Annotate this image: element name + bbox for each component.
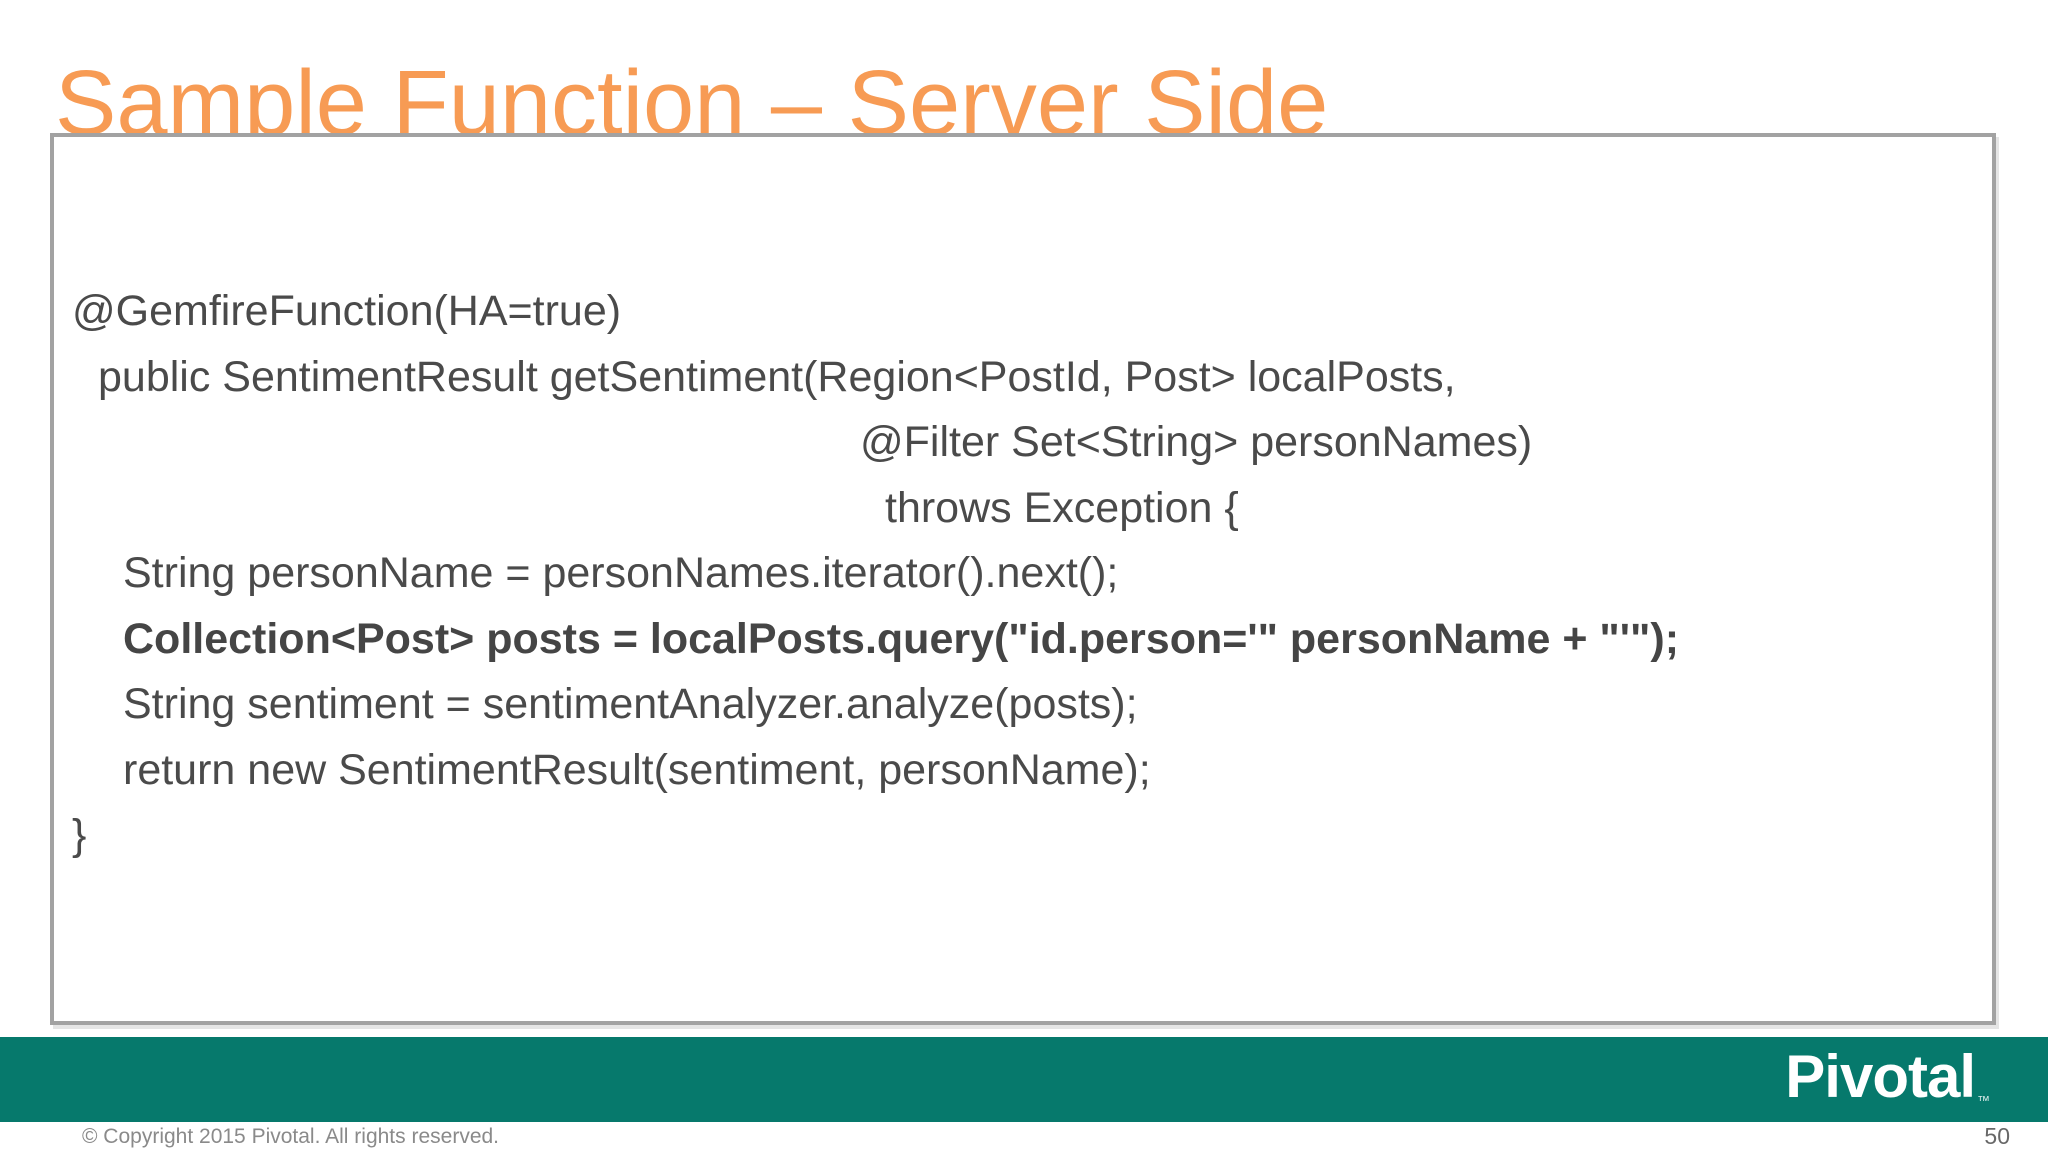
code-panel: @GemfireFunction(HA=true) public Sentime… <box>50 133 1996 1025</box>
copyright-text: © Copyright 2015 Pivotal. All rights res… <box>82 1125 500 1148</box>
code-line: String personName = personNames.iterator… <box>123 549 1119 597</box>
trademark-symbol: ™ <box>1977 1093 1990 1108</box>
page-number: 50 <box>1984 1123 2010 1149</box>
code-line-highlighted: Collection<Post> posts = localPosts.quer… <box>123 614 1680 663</box>
code-line: throws Exception { <box>885 483 1239 532</box>
pivotal-logo-text: Pivotal <box>1785 1043 1976 1110</box>
code-line: } <box>72 811 87 859</box>
code-line: @Filter Set<String> personNames) <box>860 418 1533 466</box>
code-line: return new SentimentResult(sentiment, pe… <box>123 745 1151 794</box>
code-line: String sentiment = sentimentAnalyzer.ana… <box>123 680 1138 728</box>
code-line: public SentimentResult getSentiment(Regi… <box>98 352 1456 401</box>
code-line: @GemfireFunction(HA=true) <box>72 287 622 335</box>
